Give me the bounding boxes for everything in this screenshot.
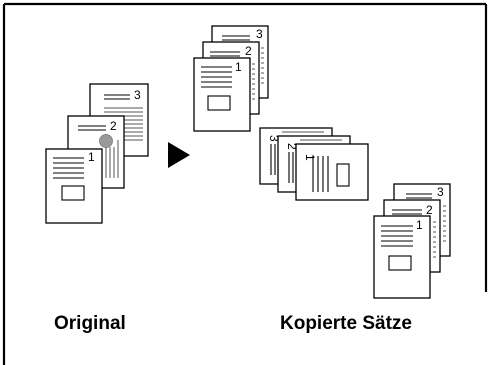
- copy-set-3-page-1-number: 1: [416, 218, 423, 232]
- original-stack: 3 2 1: [45, 83, 149, 224]
- copy-set-3-page-2-number: 2: [426, 203, 433, 217]
- original-page-1: 1: [45, 148, 103, 224]
- copy-set-2-page-3-number: 3: [267, 135, 281, 142]
- copy-set-1-page-1-number: 1: [235, 60, 242, 74]
- caption-original: Original: [54, 313, 126, 334]
- caption-copied-sets: Kopierte Sätze: [280, 313, 412, 334]
- copy-set-3-page-3-number: 3: [437, 185, 444, 199]
- copy-set-1-page-1: 1: [193, 57, 251, 132]
- original-page-2-number: 2: [110, 119, 117, 133]
- copy-set-1: 3 2 1: [193, 25, 269, 132]
- copy-set-2: 3 2 1: [259, 127, 369, 201]
- original-page-3-number: 3: [134, 88, 141, 102]
- copy-set-1-page-2-number: 2: [245, 44, 252, 58]
- copy-set-3-page-1: 1: [373, 215, 431, 299]
- copy-set-2-page-1: 1: [295, 143, 369, 201]
- copy-set-2-page-2-number: 2: [285, 143, 299, 150]
- copy-set-1-page-3-number: 3: [256, 27, 263, 41]
- arrow-right-icon: [168, 142, 190, 168]
- photo-circle-icon: [99, 134, 113, 148]
- copy-set-2-page-1-number: 1: [303, 154, 317, 161]
- copy-set-3: 3 2 1: [373, 183, 451, 299]
- original-page-1-number: 1: [88, 150, 95, 164]
